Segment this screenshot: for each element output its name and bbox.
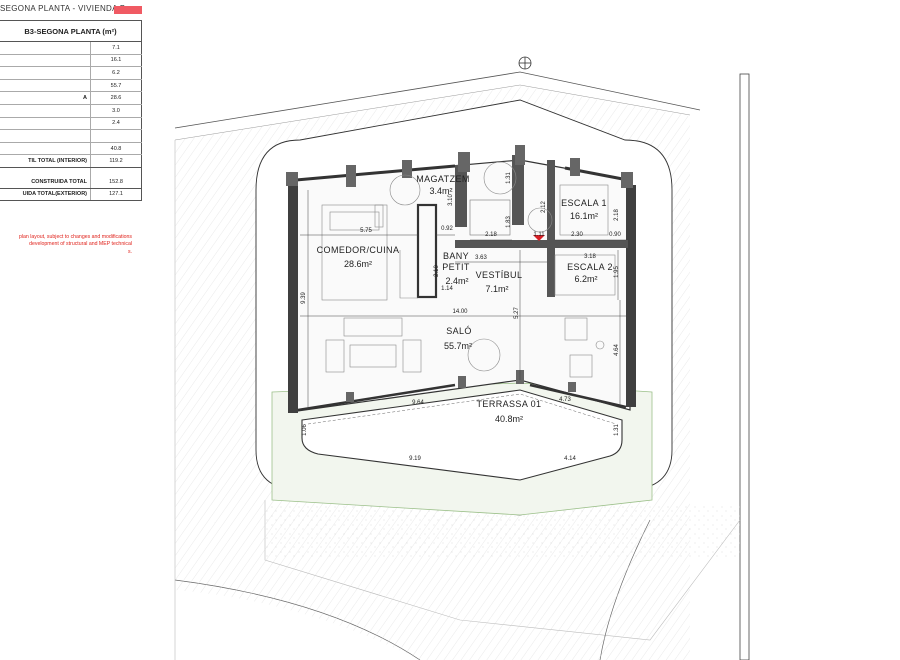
room-salo-area: 55.7m² <box>444 341 472 351</box>
legend-title: SEGONA PLANTA - VIVIENDA B <box>0 4 126 13</box>
dim-label: 9.64 <box>412 400 424 406</box>
entry-marker-icon <box>533 235 545 241</box>
room-escala1-name: ESCALA 1 <box>561 198 607 208</box>
table-row: 2.4 <box>0 117 142 131</box>
area-table: B3-SEGONA PLANTA (m²) 7.1 16.1 6.2 55.7 … <box>0 20 142 202</box>
room-bany-name: BANY <box>443 251 469 261</box>
room-comedor-name: COMEDOR/CUINA <box>317 245 400 255</box>
terrace-slab <box>301 389 623 481</box>
table-row: 16.1 <box>0 54 142 68</box>
dim-label: 9.19 <box>409 456 421 462</box>
dim-label: 1.95 <box>614 266 620 278</box>
table-row-total-exterior: UIDA TOTAL(EXTERIOR)127.1 <box>0 188 142 202</box>
dim-label: 9.39 <box>301 292 307 304</box>
dim-label: 1.11 <box>533 232 545 238</box>
furniture <box>321 161 616 378</box>
room-escala2-name: ESCALA 2 <box>567 262 613 272</box>
room-vestibul-area: 7.1m² <box>485 284 508 294</box>
table-row <box>0 129 142 143</box>
room-bany-name-2: PETIT <box>442 262 470 272</box>
room-magatzem-name: MAGATZEM <box>416 174 470 184</box>
room-vestibul-name: VESTÍBUL <box>476 270 523 280</box>
dim-label: 2.12 <box>541 201 547 213</box>
dim-label: 5.27 <box>514 307 520 319</box>
room-terrassa-area: 40.8m² <box>495 414 523 424</box>
north-marker <box>518 56 532 70</box>
table-row: 7.1 <box>0 41 142 55</box>
room-comedor-area: 28.6m² <box>344 259 372 269</box>
dim-label: 2.10 <box>434 265 440 277</box>
dim-label: 2.18 <box>614 209 620 221</box>
legend-disclaimer: plan layout, subject to changes and modi… <box>18 234 132 255</box>
table-row: 3.0 <box>0 104 142 118</box>
room-escala2-area: 6.2m² <box>574 274 597 284</box>
table-row-total-interior: TIL TOTAL (INTERIOR)119.2 <box>0 154 142 168</box>
dim-label: 14.00 <box>452 309 468 315</box>
dimension-lines <box>300 190 626 410</box>
dim-label: 0.90 <box>609 232 621 238</box>
table-row: 6.2 <box>0 66 142 80</box>
dim-label: 1.06 <box>302 424 308 436</box>
dim-label: 5.75 <box>360 228 372 234</box>
table-row: 40.8 <box>0 142 142 156</box>
dim-label: 2.18 <box>485 232 497 238</box>
dim-label: 2.30 <box>571 232 583 238</box>
dim-label: 4.73 <box>559 397 571 403</box>
dim-label: 1.31 <box>614 424 620 436</box>
dim-label: 4.14 <box>564 456 576 462</box>
dim-label: 3.10 <box>448 194 454 206</box>
dim-label: 1.14 <box>441 286 453 292</box>
table-row: 55.7 <box>0 79 142 93</box>
room-bany-area: 2.4m² <box>445 276 468 286</box>
dim-label: 3.63 <box>475 255 487 261</box>
dim-label: 4.64 <box>614 344 620 356</box>
dim-label: 3.18 <box>584 254 596 260</box>
dim-label: 1.31 <box>506 172 512 184</box>
room-escala1-area: 16.1m² <box>570 211 598 221</box>
room-terrassa-name: TERRASSA 01 <box>477 399 542 409</box>
dim-label: 1.83 <box>506 216 512 228</box>
room-magatzem-area: 3.4m² <box>429 186 452 196</box>
room-salo-name: SALÓ <box>446 326 472 336</box>
dim-label: 0.92 <box>441 226 453 232</box>
room-labels: MAGATZEM 3.4m² ESCALA 1 16.1m² COMEDOR/C… <box>317 174 613 424</box>
area-table-heading: B3-SEGONA PLANTA (m²) <box>0 20 142 42</box>
legend-color-swatch <box>114 6 142 14</box>
dimension-labels: 5.75 0.92 2.18 1.11 2.30 0.90 3.18 3.63 … <box>301 172 621 462</box>
